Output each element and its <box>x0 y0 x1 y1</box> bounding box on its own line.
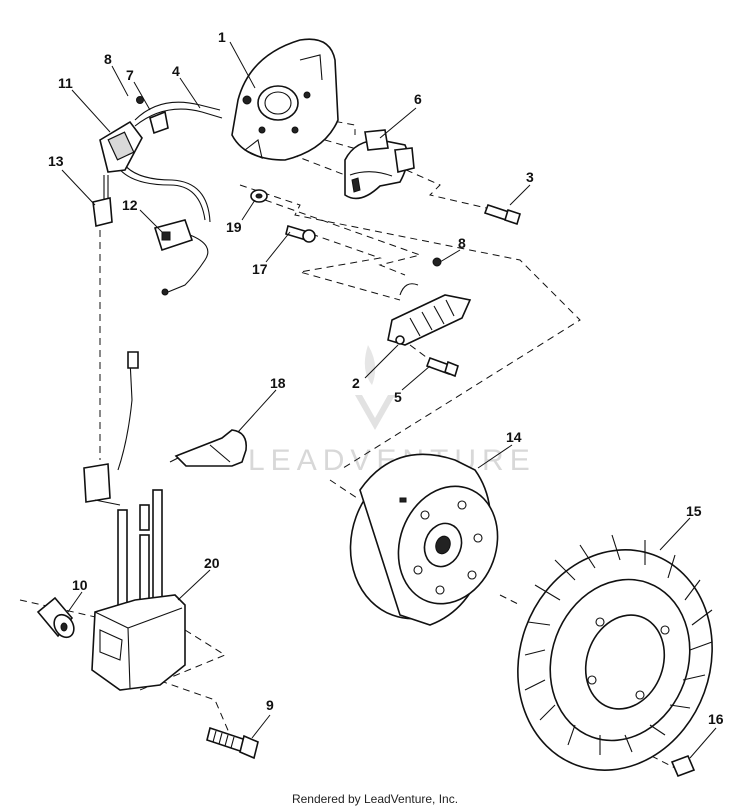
wire-harness <box>92 96 223 296</box>
watermark: LEADVENTURE <box>248 345 530 477</box>
callout-12: 12 <box>122 197 138 213</box>
fan <box>517 534 713 771</box>
callout-10: 10 <box>72 577 88 593</box>
fan-screw <box>670 754 696 778</box>
callout-1: 1 <box>218 29 226 45</box>
callout-14: 14 <box>506 429 522 445</box>
callout-8-trigger-screw: 8 <box>458 235 466 251</box>
callout-15: 15 <box>686 503 702 519</box>
ignition-coil <box>83 351 248 691</box>
callout-7: 7 <box>126 67 134 83</box>
callout-2: 2 <box>352 375 360 391</box>
flywheel <box>349 453 499 626</box>
bolt <box>206 726 259 760</box>
charging-coil <box>344 129 415 200</box>
callout-9: 9 <box>266 697 274 713</box>
callout-11: 11 <box>58 75 73 91</box>
callout-18: 18 <box>270 375 286 391</box>
stator-plate <box>231 38 339 161</box>
callout-13: 13 <box>48 153 64 169</box>
callout-labels: 1 2 3 4 5 6 7 8 8 9 10 11 12 13 14 15 16… <box>48 29 724 727</box>
spacer <box>36 596 75 639</box>
trigger-coil <box>387 283 472 346</box>
callout-6: 6 <box>414 91 422 107</box>
callout-16: 16 <box>708 711 724 727</box>
callout-4: 4 <box>172 63 180 79</box>
footer-credit: Rendered by LeadVenture, Inc. <box>291 792 459 806</box>
callout-19: 19 <box>226 219 242 235</box>
hardware <box>250 189 521 378</box>
callout-5: 5 <box>394 389 402 405</box>
callout-8: 8 <box>104 51 112 67</box>
callout-3: 3 <box>526 169 534 185</box>
leader-lines <box>61 41 717 759</box>
callout-20: 20 <box>204 555 220 571</box>
callout-17: 17 <box>252 261 268 277</box>
